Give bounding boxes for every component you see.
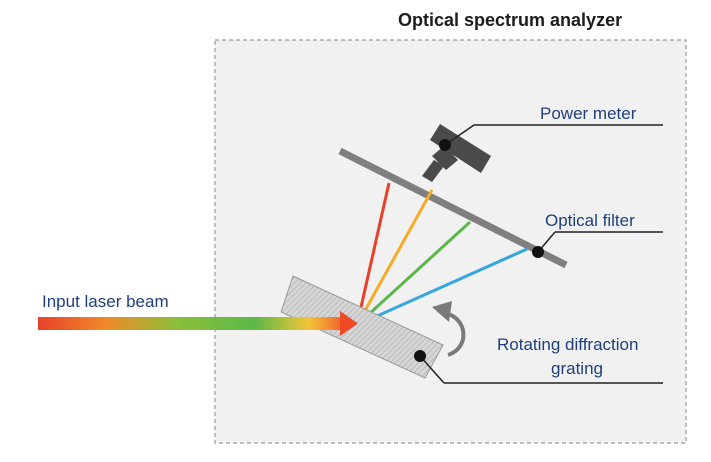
grating-label-line1: Rotating diffraction: [497, 335, 639, 354]
grating-dot: [414, 350, 426, 362]
page-title: Optical spectrum analyzer: [398, 10, 623, 30]
grating-leader: [419, 355, 445, 384]
beam-green: [355, 220, 472, 327]
beam-blue: [356, 247, 528, 327]
beam-red: [355, 182, 391, 326]
power-meter-label: Power meter: [540, 104, 637, 123]
rotation-arrow-icon: [444, 311, 466, 357]
power-meter: [422, 124, 491, 182]
optical-filter: [338, 147, 568, 269]
grating-label-line2: grating: [551, 359, 603, 378]
optical-filter-dot: [532, 246, 544, 258]
optical-filter-label: Optical filter: [545, 211, 635, 230]
input-beam-arrowhead: [340, 311, 358, 336]
beam-orange: [355, 189, 434, 326]
input-beam-label: Input laser beam: [42, 292, 169, 311]
rotation-arrowhead: [432, 301, 452, 322]
input-laser-beam: [38, 317, 346, 330]
power-meter-dot: [439, 139, 451, 151]
diffraction-grating: [280, 275, 444, 379]
